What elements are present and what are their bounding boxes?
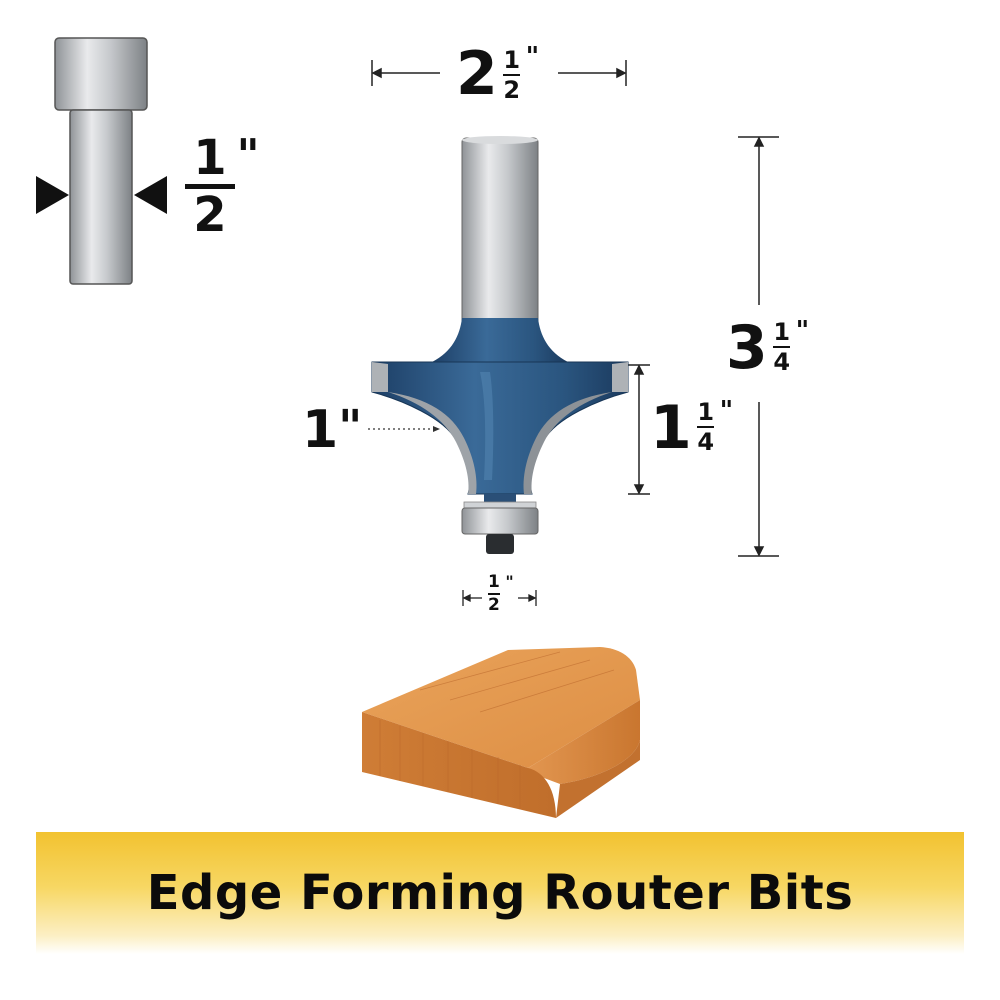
category-banner: Edge Forming Router Bits	[36, 832, 964, 954]
overall-length-denominator: 4	[773, 348, 791, 376]
cutting-length-numerator: 1	[697, 398, 715, 426]
wood-profile-block	[362, 647, 640, 818]
cutting-length-unit: "	[719, 396, 734, 426]
bearing-diameter-unit: "	[505, 572, 514, 591]
radius-label: 1"	[302, 404, 362, 456]
overall-length-label: 3 1 4 "	[726, 318, 809, 378]
router-bit-illustration	[371, 136, 629, 554]
cutting-diameter-line	[371, 60, 627, 86]
overall-length-line	[738, 136, 779, 557]
cutting-diameter-label: 2 1 2 "	[456, 44, 539, 104]
cutting-length-denominator: 4	[697, 428, 715, 456]
bearing-diameter-denominator: 2	[488, 595, 500, 615]
cutting-diameter-numerator: 1	[503, 46, 521, 74]
bearing-diameter-numerator: 1	[488, 572, 500, 592]
shank-diameter-denominator: 2	[193, 187, 227, 243]
shank-icon	[36, 37, 167, 285]
shank-diameter-label: 1 2 "	[185, 134, 260, 239]
cutting-length-label: 1 1 4 "	[650, 398, 733, 458]
radius-unit: "	[338, 400, 363, 454]
overall-length-unit: "	[795, 316, 810, 346]
cutting-diameter-unit: "	[525, 42, 540, 72]
shank-diameter-numerator: 1	[193, 130, 227, 186]
bearing-diameter-line	[462, 590, 537, 606]
overall-length-whole: 3	[726, 313, 768, 383]
cutting-length-whole: 1	[650, 393, 692, 463]
cutting-diameter-denominator: 2	[503, 76, 521, 104]
radius-whole: 1	[302, 400, 339, 460]
bearing-diameter-label: 1 2 "	[488, 574, 514, 614]
banner-title: Edge Forming Router Bits	[146, 865, 854, 921]
shank-diameter-unit: "	[236, 130, 260, 181]
cutting-diameter-whole: 2	[456, 39, 498, 109]
overall-length-numerator: 1	[773, 318, 791, 346]
cutting-length-line	[628, 364, 650, 495]
